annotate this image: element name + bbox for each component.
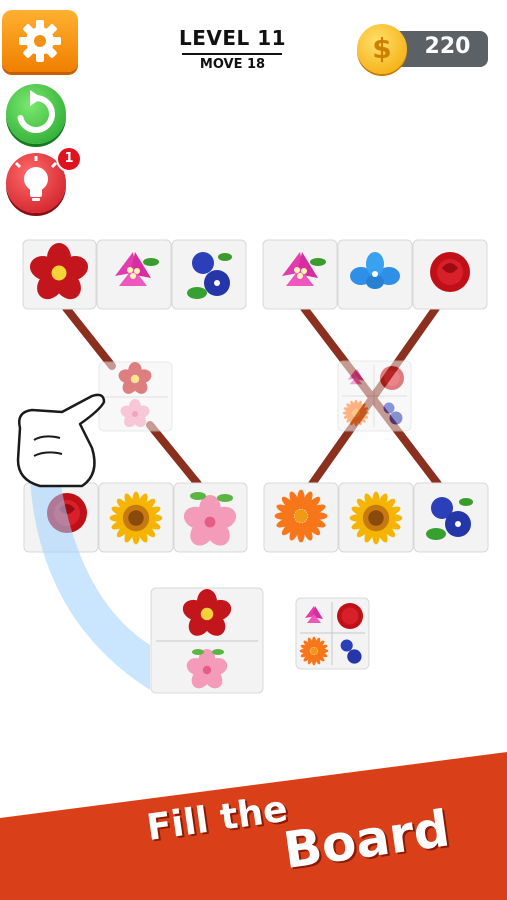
pink-bougainvillea-icon: [282, 252, 326, 286]
sunflower-icon: [110, 492, 163, 545]
red-rose-icon: [337, 603, 363, 629]
pink-bougainvillea-icon: [347, 369, 365, 385]
flower-tile[interactable]: [96, 239, 172, 310]
moves-label: MOVE 18: [199, 57, 266, 72]
sunflower-icon: [350, 492, 403, 545]
red-camellia-icon: [116, 362, 154, 397]
tray-tile-small[interactable]: [295, 597, 370, 670]
flower-tile[interactable]: [338, 482, 414, 553]
gear-icon: [19, 20, 61, 62]
flower-tile[interactable]: [262, 239, 338, 310]
restart-arrow-icon: [17, 90, 55, 133]
flower-tile[interactable]: [263, 482, 339, 553]
pink-bougainvillea-icon: [115, 252, 159, 286]
blue-bellflower-icon: [350, 252, 400, 289]
blue-morning-glory-icon: [187, 252, 232, 299]
flower-tile-stacked[interactable]: [337, 360, 412, 432]
lightbulb-icon: [14, 156, 58, 201]
flower-tile[interactable]: [413, 482, 489, 553]
bottom-banner: [0, 752, 507, 900]
orange-gerbera-icon: [343, 400, 369, 426]
connector-rod: [146, 421, 202, 488]
red-rose-icon: [430, 252, 470, 292]
hint-count-badge: 1: [56, 146, 82, 172]
flower-tile[interactable]: [173, 482, 248, 553]
pink-blossom-icon: [180, 495, 240, 551]
connector-rod: [62, 304, 116, 370]
restart-button[interactable]: [6, 84, 66, 144]
blue-morning-glory-icon: [340, 639, 362, 664]
flower-tile-stacked[interactable]: [98, 361, 173, 432]
orange-gerbera-icon: [300, 637, 329, 666]
red-rose-icon: [380, 366, 404, 390]
level-label: LEVEL 11: [178, 26, 287, 50]
settings-button[interactable]: [2, 10, 78, 72]
flower-tile[interactable]: [22, 239, 97, 310]
swipe-trail: [30, 480, 150, 690]
pink-blossom-icon: [184, 649, 230, 692]
dollar-coin-icon: $: [357, 24, 407, 74]
flower-tile[interactable]: [171, 239, 247, 310]
coin-count: 220: [424, 34, 471, 59]
level-underline: [182, 53, 282, 55]
tray-tile-large[interactable]: [150, 587, 264, 694]
pointing-hand-icon: [16, 393, 106, 488]
pink-bougainvillea-icon: [305, 606, 323, 623]
pink-blossom-icon: [118, 399, 152, 430]
orange-gerbera-icon: [275, 490, 328, 543]
red-camellia-icon: [26, 243, 92, 305]
flower-tile[interactable]: [98, 482, 174, 553]
blue-morning-glory-icon: [426, 497, 473, 540]
flower-tile[interactable]: [337, 239, 413, 310]
blue-morning-glory-icon: [383, 402, 403, 425]
flower-tile[interactable]: [412, 239, 488, 310]
red-camellia-icon: [180, 589, 234, 641]
